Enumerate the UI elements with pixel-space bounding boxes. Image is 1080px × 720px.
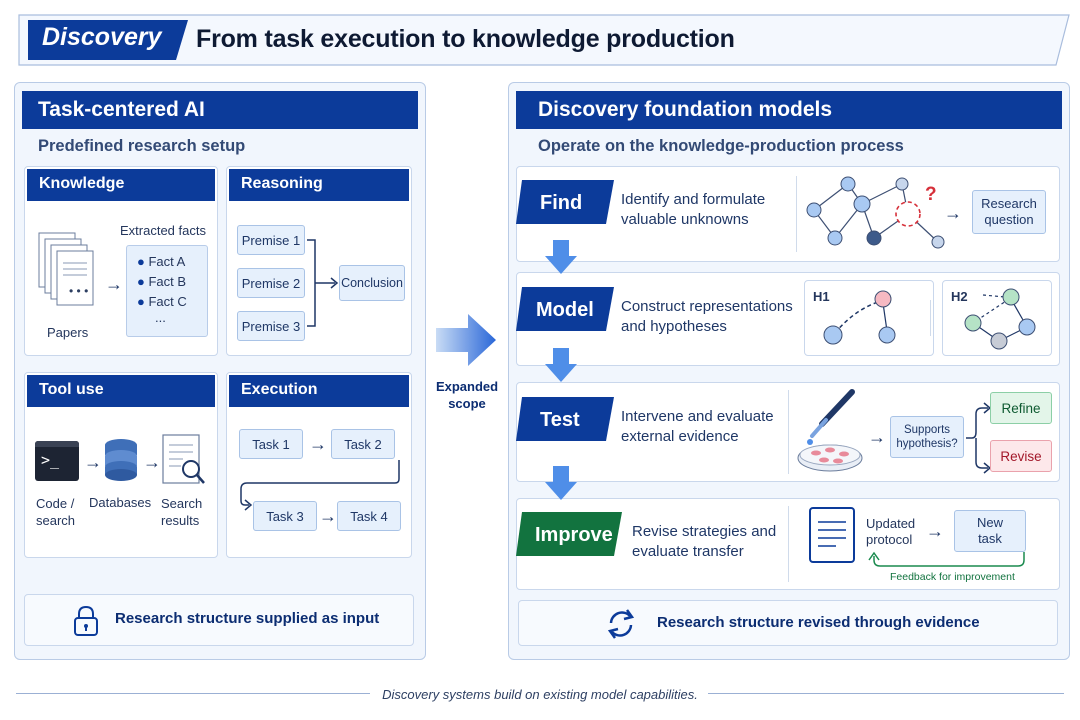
search-results-label: Search results	[161, 496, 203, 528]
new-task-box: New task	[954, 510, 1026, 552]
refresh-cycle-icon	[607, 609, 635, 639]
find-tag: Find	[540, 192, 583, 214]
updated-protocol-label: Updated protocol	[866, 516, 916, 547]
task-flow-connector	[240, 460, 400, 511]
left-subtitle: Predefined research setup	[38, 137, 246, 155]
lock-icon	[74, 605, 98, 636]
facts-more: ...	[155, 310, 166, 325]
merge-bracket-icon	[307, 239, 339, 327]
papers-icon: • • •	[38, 232, 94, 306]
svg-text:• • •: • • •	[69, 284, 88, 298]
papers-label: Papers	[47, 325, 89, 340]
row-divider	[788, 390, 789, 474]
header-banner	[18, 14, 1070, 66]
test-tag-shape	[516, 397, 614, 441]
databases-label: Databases	[89, 495, 152, 510]
facts-box: ● Fact A ● Fact B ● Fact C ...	[126, 245, 208, 337]
research-question-box: Research question	[972, 190, 1046, 234]
page-title: From task execution to knowledge product…	[196, 25, 735, 53]
execution-title: Execution	[229, 375, 409, 407]
arrow-icon: →	[319, 506, 337, 526]
down-arrow-icon	[545, 240, 577, 274]
reasoning-card: Reasoning Premise 1 Premise 2 Premise 3 …	[226, 166, 412, 356]
find-desc: Identify and formulate valuable unknowns	[621, 191, 766, 228]
right-footer-text: Research structure revised through evide…	[657, 614, 980, 631]
fact-item: ● Fact C	[137, 294, 187, 309]
left-title: Task-centered AI	[22, 91, 418, 129]
down-arrow-icon	[545, 466, 577, 500]
model-tag-shape	[516, 287, 614, 331]
test-desc: Intervene and evaluate external evidence	[621, 408, 774, 445]
pipette-dish-icon	[797, 389, 863, 472]
premise-box: Premise 3	[237, 311, 305, 341]
left-footer: Research structure supplied as input	[24, 594, 414, 646]
left-footer-text: Research structure supplied as input	[115, 610, 380, 627]
h1-label: H1	[813, 289, 830, 304]
task-box: Task 3	[253, 501, 317, 531]
discovery-tag: Discovery	[42, 23, 162, 51]
code-search-label: Code / search	[36, 496, 76, 528]
unknown-network-icon	[806, 176, 945, 249]
improve-tag-shape	[516, 512, 622, 556]
row-divider	[788, 506, 789, 582]
h1-box: H1	[804, 280, 934, 356]
find-tag-shape	[516, 180, 614, 224]
model-tag: Model	[536, 299, 594, 321]
premise-box: Premise 1	[237, 225, 305, 255]
task-box: Task 2	[331, 429, 395, 459]
knowledge-title: Knowledge	[27, 169, 215, 201]
refine-box: Refine	[990, 392, 1052, 424]
arrow-icon: →	[926, 521, 944, 541]
footer-note: Discovery systems build on existing mode…	[382, 687, 698, 702]
header: Discovery From task execution to knowled…	[18, 14, 1070, 66]
footer-rule	[708, 693, 1064, 694]
conclusion-box: Conclusion	[339, 265, 405, 301]
search-results-icon	[162, 434, 205, 484]
h1-graph	[823, 290, 896, 345]
execution-card: Execution Task 1 → Task 2 Task 3 → Task …	[226, 372, 412, 558]
knowledge-card: Knowledge • • • Papers → Extracted facts…	[24, 166, 218, 356]
terminal-icon: >_	[35, 441, 79, 481]
extracted-facts-label: Extracted facts	[120, 223, 206, 238]
improve-tag: Improve	[535, 524, 613, 546]
expanded-scope-label: Expanded scope	[435, 379, 499, 411]
fact-item: ● Fact B	[137, 274, 187, 289]
right-footer: Research structure revised through evide…	[518, 600, 1058, 646]
reasoning-title: Reasoning	[229, 169, 409, 201]
task-box: Task 1	[239, 429, 303, 459]
right-title: Discovery foundation models	[516, 91, 1062, 129]
improve-desc: Revise strategies and evaluate transfer	[632, 523, 777, 560]
supports-hypothesis-box: Supports hypothesis?	[890, 416, 964, 458]
premise-box: Premise 2	[237, 268, 305, 298]
arrow-icon: →	[105, 274, 123, 294]
feedback-label: Feedback for improvement	[890, 571, 1015, 583]
arrow-icon: →	[143, 452, 161, 472]
arrow-icon: →	[868, 427, 886, 447]
revise-box: Revise	[990, 440, 1052, 472]
model-desc: Construct representations and hypotheses	[621, 298, 793, 335]
expanded-scope-arrow-icon	[436, 314, 496, 366]
database-icon	[105, 439, 137, 481]
footer-rule	[16, 693, 370, 694]
question-mark: ?	[925, 184, 937, 205]
h2-graph	[964, 288, 1036, 350]
down-arrow-icon	[545, 348, 577, 382]
tool-use-card: Tool use >_ → → Code / search Databases …	[24, 372, 218, 558]
row-divider	[930, 300, 931, 336]
arrow-icon: →	[84, 452, 102, 472]
tool-use-title: Tool use	[27, 375, 215, 407]
task-box: Task 4	[337, 501, 401, 531]
arrow-icon: →	[944, 203, 962, 223]
right-subtitle: Operate on the knowledge-production proc…	[538, 137, 904, 155]
protocol-document-icon	[809, 507, 855, 563]
h2-label: H2	[951, 289, 968, 304]
test-tag: Test	[540, 409, 580, 431]
feedback-loop-connector	[868, 551, 1025, 567]
fact-item: ● Fact A	[137, 254, 186, 269]
h2-box: H2	[942, 280, 1052, 356]
row-divider	[796, 176, 797, 252]
arrow-icon: →	[309, 434, 327, 454]
